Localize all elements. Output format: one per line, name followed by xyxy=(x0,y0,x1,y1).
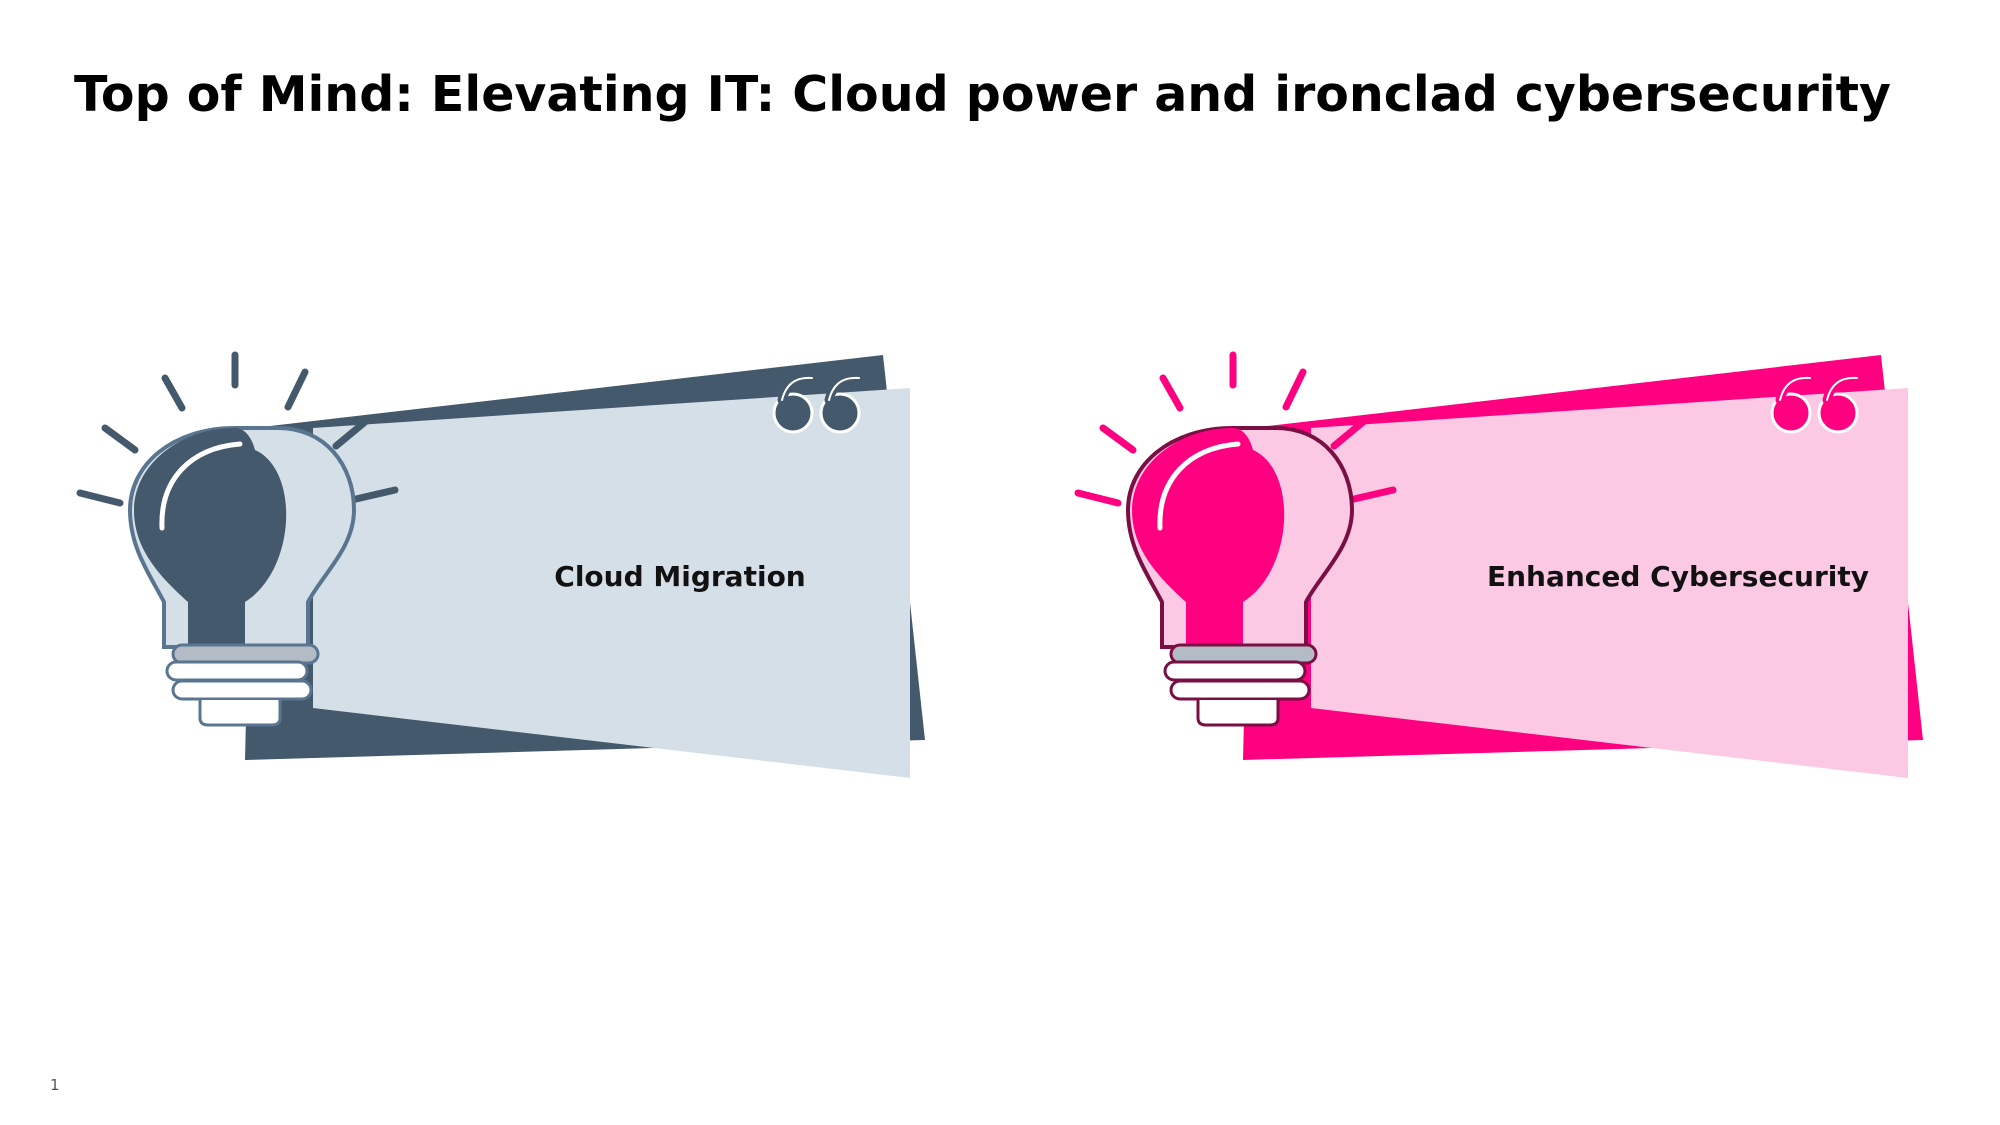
card-label: Enhanced Cybersecurity xyxy=(1486,560,1870,593)
banner-front xyxy=(313,388,910,778)
page-number: 1 xyxy=(50,1076,60,1094)
lightbulb-icon xyxy=(127,426,357,727)
card-cloud-migration: Cloud Migration xyxy=(60,340,960,800)
card-graphic xyxy=(1074,351,1923,778)
banner-front xyxy=(1311,388,1908,778)
light-rays xyxy=(1074,351,1397,507)
card-label: Cloud Migration xyxy=(554,560,806,593)
lightbulb-icon xyxy=(1125,426,1355,727)
slide-title: Top of Mind: Elevating IT: Cloud power a… xyxy=(74,66,1891,123)
quote-icon xyxy=(772,373,864,434)
light-rays xyxy=(76,351,399,507)
quote-icon xyxy=(1770,373,1862,434)
card-enhanced-cybersecurity: Enhanced Cybersecurity xyxy=(1058,340,1958,800)
card-graphic xyxy=(76,351,925,778)
